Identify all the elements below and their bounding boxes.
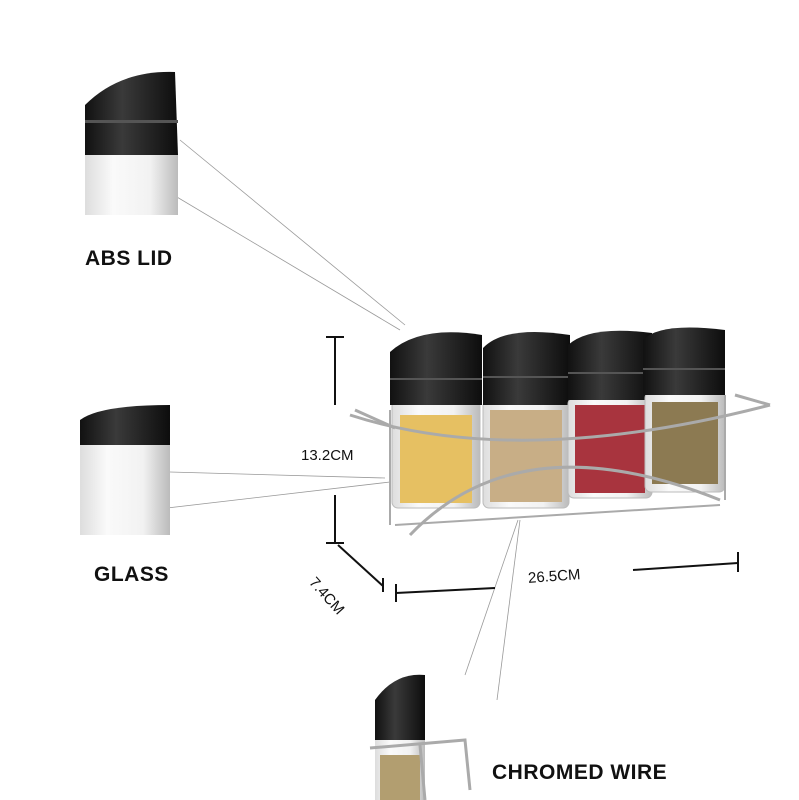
glass-label: GLASS <box>94 563 169 586</box>
jar-1 <box>390 332 482 509</box>
chromed-wire-label: CHROMED WIRE <box>492 761 668 784</box>
chrome-wire-rack <box>349 393 771 537</box>
jar-3 <box>567 330 653 499</box>
width-dimension: 26.5CM <box>527 566 582 587</box>
chromed-wire-inset <box>369 674 472 800</box>
abs-lid-inset <box>85 71 178 215</box>
abs-lid-label: ABS LID <box>85 247 173 270</box>
jar-2 <box>482 331 570 509</box>
callout-lines <box>139 139 521 701</box>
jars <box>390 327 726 509</box>
height-dimension: 13.2CM <box>301 447 354 464</box>
jar-4 <box>643 327 726 493</box>
glass-inset <box>80 405 170 535</box>
dimension-lines <box>326 336 739 602</box>
